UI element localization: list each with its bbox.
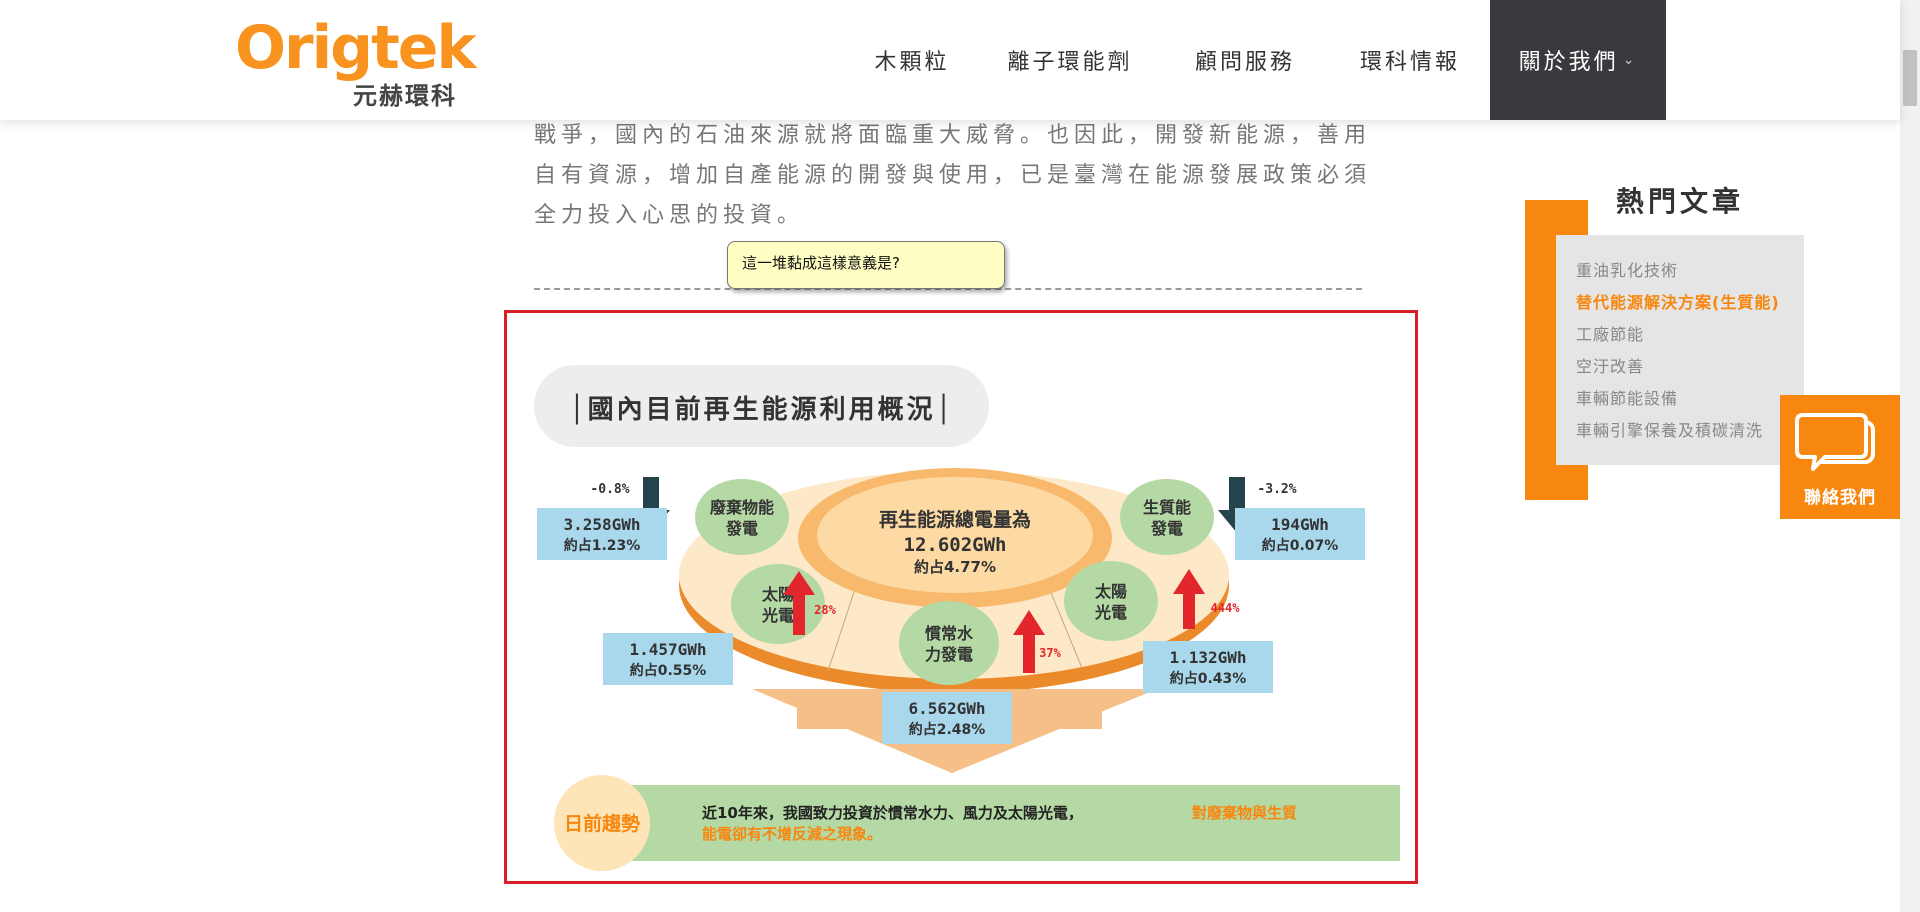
sidebar-item-vehicle-saving[interactable]: 車輛節能設備	[1576, 389, 1679, 408]
value-solar-left: 1.457GWh	[629, 640, 706, 659]
source-biomass-name: 生質能	[1143, 498, 1191, 517]
source-hydro-name: 慣常水	[924, 624, 974, 643]
center-total-value: 12.602GWh	[904, 534, 1007, 556]
source-biomass-name: 發電	[1150, 519, 1183, 538]
comment-tooltip: 這一堆黏成這樣意義是?	[727, 241, 1005, 289]
nav-item-about-us[interactable]: 關於我們⌄	[1490, 0, 1666, 120]
share-biomass: 約占0.07%	[1262, 537, 1339, 554]
source-solar-right	[1064, 561, 1158, 641]
chat-icon	[1795, 413, 1875, 471]
source-solar-right-name: 光電	[1094, 603, 1127, 622]
divider	[534, 288, 1362, 290]
change-biomass: -3.2%	[1257, 482, 1296, 497]
sidebar-item-engine-cleaning[interactable]: 車輛引擎保養及積碳清洗	[1576, 421, 1764, 440]
site-header: Origtek 元赫環科 木顆粒 離子環能劑 顧問服務 環科情報 關於我們⌄	[0, 0, 1900, 120]
source-biomass	[1120, 479, 1214, 555]
source-solar-left-name: 光電	[761, 606, 794, 625]
renewable-energy-infographic: │國內目前再生能源利用概況│ 再生能源總電量為 12.602GWh 約占4.77…	[504, 310, 1418, 884]
site-logo[interactable]: Origtek 元赫環科	[235, 18, 476, 110]
up-arrow-icon	[783, 571, 815, 635]
value-biomass: 194GWh	[1271, 515, 1329, 534]
trend-text-orange: 能電卻有不增反減之現象。	[702, 825, 882, 843]
contact-us-button[interactable]: 聯絡我們	[1780, 395, 1900, 519]
nav-label: 離子環能劑	[1007, 50, 1133, 75]
nav-item-wood-pellets[interactable]: 木顆粒	[852, 0, 972, 120]
chevron-down-icon: ⌄	[1622, 52, 1638, 68]
nav-label: 環科情報	[1359, 50, 1460, 75]
popular-articles-title: 熱門文章	[1615, 185, 1744, 218]
change-solar-left: 28%	[814, 603, 836, 617]
logo-subtitle: 元赫環科	[353, 82, 457, 110]
platform-divider	[827, 582, 858, 672]
nav-item-env-news[interactable]: 環科情報	[1345, 0, 1475, 120]
value-hydro: 6.562GWh	[908, 699, 985, 718]
share-solar-right: 約占0.43%	[1170, 670, 1247, 687]
value-box-hydro	[882, 692, 1012, 744]
share-waste: 約占1.23%	[564, 537, 641, 554]
popular-articles-list: 重油乳化技術 替代能源解決方案(生質能) 工廠節能 空汙改善 車輛節能設備 車輛…	[1556, 235, 1804, 465]
value-box-waste	[537, 508, 667, 560]
sidebar-item-factory-saving[interactable]: 工廠節能	[1576, 325, 1645, 344]
up-arrow-icon	[1013, 610, 1045, 673]
change-waste: -0.8%	[590, 482, 629, 497]
source-solar-right-name: 太陽	[1094, 582, 1127, 601]
infographic-svg: │國內目前再生能源利用概況│ 再生能源總電量為 12.602GWh 約占4.77…	[534, 365, 1400, 871]
contact-us-label: 聯絡我們	[1804, 488, 1876, 508]
value-box-biomass	[1235, 508, 1365, 560]
center-total-inner	[817, 477, 1093, 593]
value-solar-right: 1.132GWh	[1169, 648, 1246, 667]
source-waste-name: 廢棄物能	[710, 498, 774, 517]
trend-badge	[554, 775, 650, 871]
platform-divider	[1046, 582, 1083, 669]
trend-text-orange: 對廢棄物與生質	[1192, 804, 1297, 822]
center-total-share: 約占4.77%	[914, 558, 996, 576]
source-solar-left	[731, 564, 825, 644]
scrollbar-thumb[interactable]	[1903, 50, 1917, 106]
source-solar-left-name: 太陽	[761, 585, 794, 604]
sidebar-item-alt-energy[interactable]: 替代能源解決方案(生質能)	[1576, 293, 1780, 312]
title-pill	[534, 365, 989, 447]
share-solar-left: 約占0.55%	[630, 662, 707, 679]
nav-label: 關於我們	[1518, 50, 1619, 75]
center-total-label: 再生能源總電量為	[879, 508, 1031, 531]
share-hydro: 約占2.48%	[909, 721, 986, 738]
article-text-line: 自有資源，增加自產能源的開發與使用，已是臺灣在能源發展政策必須	[534, 163, 1372, 188]
change-solar-right: 444%	[1211, 601, 1241, 615]
figure-title: │國內目前再生能源利用概況│	[569, 393, 954, 425]
nav-label: 木顆粒	[874, 50, 950, 75]
trend-text-dark: 近10年來，我國致力投資於慣常水力、風力及太陽光電，	[702, 804, 1083, 822]
sidebar-item-heavy-oil[interactable]: 重油乳化技術	[1576, 261, 1679, 280]
trend-banner	[627, 785, 1400, 861]
page-scrollbar[interactable]	[1900, 0, 1920, 912]
logo-wordmark: Origtek	[235, 13, 476, 83]
source-hydro	[899, 601, 999, 685]
article-text-line: 戰爭，國內的石油來源就將面臨重大威脅。也因此，開發新能源，善用	[534, 123, 1372, 148]
sidebar-item-air-pollution[interactable]: 空汙改善	[1576, 357, 1645, 376]
value-box-solar-left	[603, 633, 733, 685]
source-hydro-name: 力發電	[925, 645, 973, 664]
article-text-line: 全力投入心思的投資。	[534, 203, 805, 228]
nav-label: 顧問服務	[1194, 50, 1295, 75]
trend-label: 日前趨勢	[564, 812, 640, 835]
value-waste: 3.258GWh	[563, 515, 640, 534]
nav-item-consulting[interactable]: 顧問服務	[1180, 0, 1310, 120]
value-box-solar-right	[1143, 641, 1273, 693]
source-waste-name: 發電	[725, 519, 758, 538]
source-waste	[695, 479, 789, 555]
change-hydro: 37%	[1039, 646, 1061, 660]
nav-item-ion-agent[interactable]: 離子環能劑	[998, 0, 1142, 120]
up-arrow-icon	[1173, 569, 1205, 629]
